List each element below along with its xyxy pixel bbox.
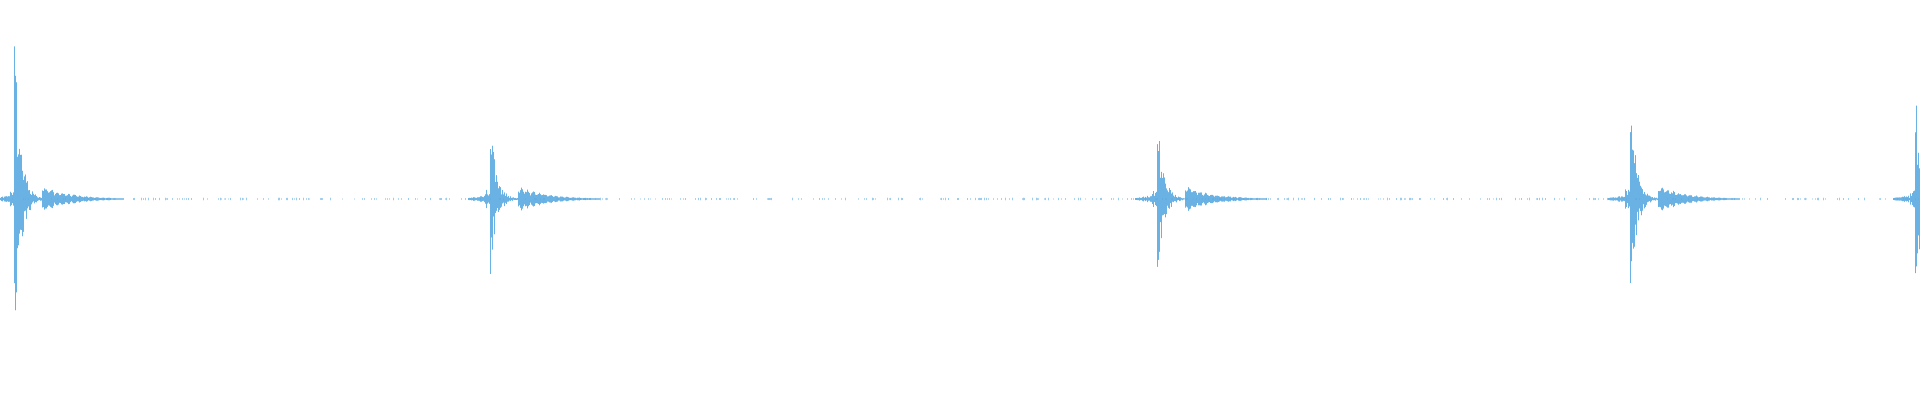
transient-5 — [1893, 105, 1920, 274]
transient-2 — [468, 145, 600, 274]
transient-1 — [0, 46, 124, 311]
waveform-transients — [0, 46, 1920, 311]
transient-4 — [1608, 125, 1740, 284]
transient-3 — [1135, 141, 1267, 267]
